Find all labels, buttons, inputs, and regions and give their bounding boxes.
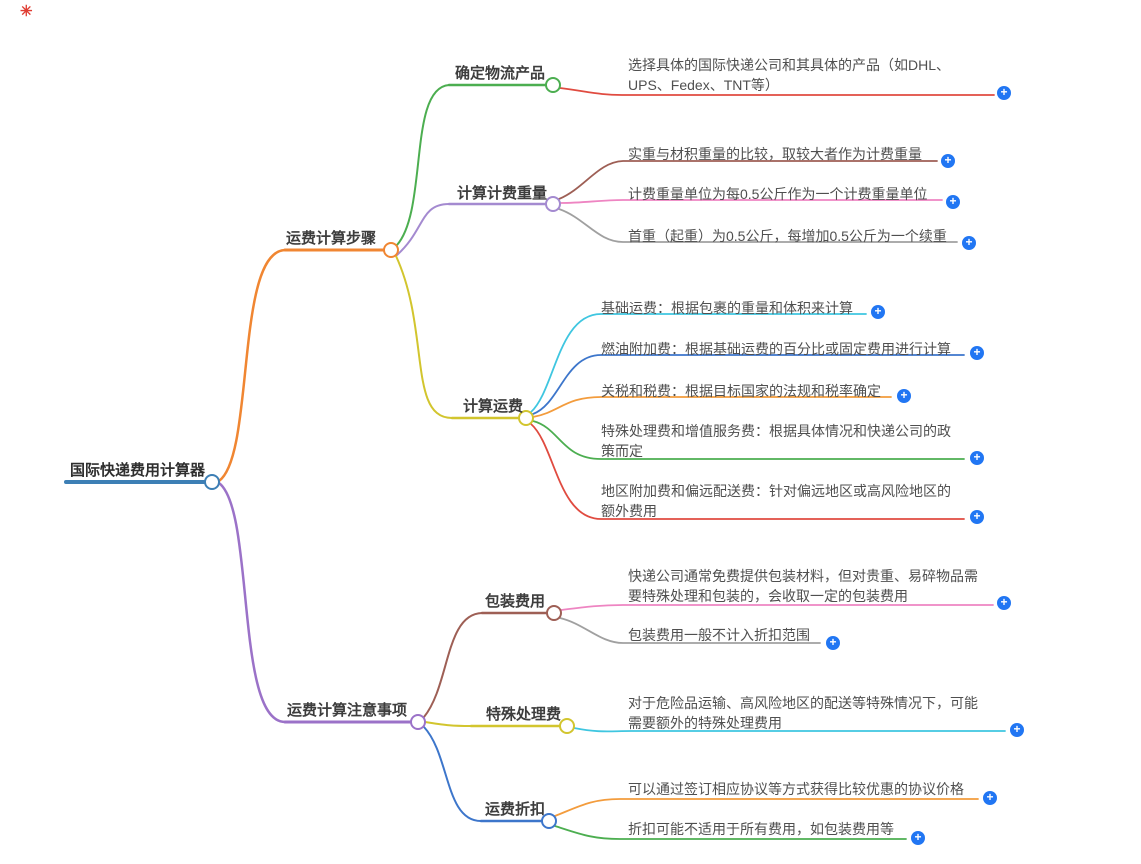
leaf-dangerous-goods[interactable]: 对于危险品运输、高风险地区的配送等特殊情况下，可能需要额外的特殊处理费用	[628, 695, 978, 731]
node-handle	[559, 718, 575, 734]
node-branch2[interactable]: 运费计算注意事项	[287, 702, 408, 719]
leaf-duty-tax[interactable]: 关税和税费：根据目标国家的法规和税率确定	[601, 383, 881, 399]
root-connectors	[64, 248, 287, 724]
node-special-handling[interactable]: 特殊处理费	[486, 706, 562, 723]
expand-plus-icon[interactable]: +	[897, 389, 911, 403]
leaf-remote-area-fee[interactable]: 地区附加费和偏远配送费：针对偏远地区或高风险地区的额外费用	[601, 483, 951, 519]
node-determine-product[interactable]: 确定物流产品	[455, 65, 546, 82]
leaf-packing-no-discount[interactable]: 包装费用一般不计入折扣范围	[628, 627, 810, 643]
leaf-discount-scope[interactable]: 折扣可能不适用于所有费用，如包装费用等	[628, 821, 894, 837]
leaf-actual-vs-volumetric[interactable]: 实重与材积重量的比较，取较大者作为计费重量	[628, 146, 922, 162]
expand-plus-icon[interactable]: +	[941, 154, 955, 168]
expand-plus-icon[interactable]: +	[871, 305, 885, 319]
root-handle	[204, 474, 220, 490]
leaf-weight-unit[interactable]: 计费重量单位为每0.5公斤作为一个计费重量单位	[628, 186, 928, 202]
expand-plus-icon[interactable]: +	[970, 346, 984, 360]
expand-plus-icon[interactable]: +	[997, 596, 1011, 610]
branch2-handle	[410, 714, 426, 730]
leaf-packing-material[interactable]: 快递公司通常免费提供包装材料，但对贵重、易碎物品需要特殊处理和包装的，会收取一定…	[628, 568, 978, 604]
branch1-handle	[383, 242, 399, 258]
expand-plus-icon[interactable]: +	[946, 195, 960, 209]
node-branch1[interactable]: 运费计算步骤	[286, 230, 377, 247]
leaf-select-product[interactable]: 选择具体的国际快递公司和其具体的产品（如DHL、UPS、Fedex、TNT等）	[628, 57, 951, 93]
expand-plus-icon[interactable]: +	[1010, 723, 1024, 737]
expand-plus-icon[interactable]: +	[983, 791, 997, 805]
expand-plus-icon[interactable]: +	[911, 831, 925, 845]
corner-mark-icon: ✳	[20, 3, 33, 20]
node-handle	[545, 196, 561, 212]
node-packing-fee[interactable]: 包装费用	[485, 593, 546, 610]
node-handle	[545, 77, 561, 93]
expand-plus-icon[interactable]: +	[826, 636, 840, 650]
expand-plus-icon[interactable]: +	[962, 236, 976, 250]
node-chargeable-weight[interactable]: 计算计费重量	[457, 185, 548, 202]
expand-plus-icon[interactable]: +	[970, 451, 984, 465]
leaf-base-freight[interactable]: 基础运费：根据包裹的重量和体积来计算	[601, 300, 853, 316]
node-handle	[546, 605, 562, 621]
leaf-special-service-fee[interactable]: 特殊处理费和增值服务费：根据具体情况和快递公司的政策而定	[601, 423, 951, 459]
node-freight-discount[interactable]: 运费折扣	[485, 801, 546, 818]
leaf-fuel-surcharge[interactable]: 燃油附加费：根据基础运费的百分比或固定费用进行计算	[601, 341, 951, 357]
expand-plus-icon[interactable]: +	[997, 86, 1011, 100]
expand-plus-icon[interactable]: +	[970, 510, 984, 524]
leaf-agreement-price[interactable]: 可以通过签订相应协议等方式获得比较优惠的协议价格	[628, 781, 964, 797]
leaf-first-weight[interactable]: 首重（起重）为0.5公斤，每增加0.5公斤为一个续重	[628, 228, 947, 244]
node-calc-freight[interactable]: 计算运费	[463, 398, 524, 415]
root-node[interactable]: 国际快递费用计算器	[70, 462, 206, 479]
